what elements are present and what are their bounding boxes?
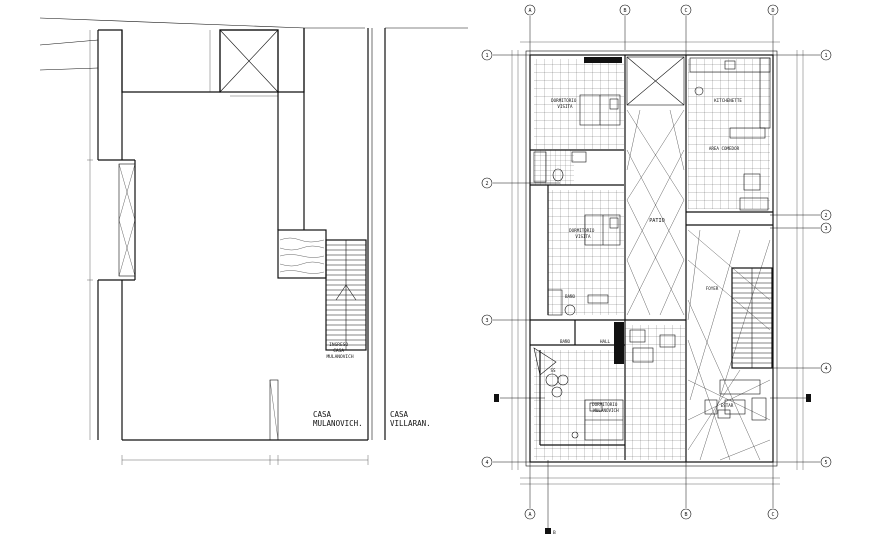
label-kitchen: KITCHENETTE <box>714 98 742 103</box>
svg-text:C: C <box>771 512 774 518</box>
house-villaran-label: CASA VILLARAN. <box>390 410 431 428</box>
label-patio: PATIO <box>649 218 665 224</box>
label-bath-low: BAÑO <box>560 339 571 344</box>
axis-bubbles: A B C D A B C 1 2 3 4 1 2 3 4 5 <box>481 4 832 520</box>
floor-bedroom-main <box>534 350 624 460</box>
foyer-floor <box>687 229 771 461</box>
svg-text:2: 2 <box>485 181 488 187</box>
svg-text:3: 3 <box>824 226 827 232</box>
column-bottom <box>269 379 279 441</box>
floor-bath <box>534 150 574 185</box>
stair-left <box>325 239 367 351</box>
house-mulanovich-label: CASA MULANOVICH. <box>313 410 363 428</box>
site-plan: INGRESO CASA MULANOVICH CASA MULANOVICH.… <box>39 17 468 465</box>
label-dining: AREA COMEDOR <box>709 146 740 151</box>
label-bedroom-main: DORMITORIO MULANOVICH <box>592 402 620 413</box>
label-living: ESTAR <box>721 403 734 408</box>
section-markers: B <box>494 394 811 536</box>
svg-text:3: 3 <box>485 318 488 324</box>
svg-text:D: D <box>771 8 774 14</box>
furniture <box>533 57 771 441</box>
floor-bedroom-mid <box>548 190 624 315</box>
label-foyer: FOYER <box>706 286 719 291</box>
entrance-label: INGRESO CASA MULANOVICH <box>326 342 353 360</box>
svg-text:A: A <box>528 8 531 14</box>
svg-text:1: 1 <box>485 53 488 59</box>
side-block <box>118 163 136 277</box>
svg-text:5: 5 <box>824 460 827 466</box>
svg-text:2: 2 <box>824 213 827 219</box>
svg-text:A: A <box>528 512 531 518</box>
room-labels: DORMITORIO VISITA KITCHENETTE AREA COMED… <box>550 98 742 413</box>
svg-text:B: B <box>684 512 687 518</box>
patio <box>626 56 685 316</box>
svg-text:B: B <box>553 530 556 536</box>
dimensions-left <box>87 30 369 465</box>
building-outline <box>529 54 774 463</box>
floor-kitchen <box>688 59 770 209</box>
interior-walls <box>530 55 773 462</box>
stair-right <box>731 267 773 369</box>
svg-text:4: 4 <box>824 366 827 372</box>
svg-text:C: C <box>684 8 687 14</box>
svg-text:1: 1 <box>824 53 827 59</box>
floor-hall <box>625 325 685 460</box>
label-ss: SS <box>550 368 556 373</box>
floor-bedroom-top <box>534 59 624 149</box>
label-bedroom-top: DORMITORIO VISITA <box>551 98 579 109</box>
label-hall: HALL <box>600 339 611 344</box>
floor-plan: DORMITORIO VISITA KITCHENETTE AREA COMED… <box>481 4 832 536</box>
svg-text:4: 4 <box>485 460 488 466</box>
svg-text:B: B <box>623 8 626 14</box>
lot-outline <box>98 28 305 93</box>
inner-void <box>219 29 279 93</box>
label-bath-mid: BAÑO <box>565 294 576 299</box>
label-bedroom-mid: DORMITORIO VISITA <box>569 228 597 239</box>
